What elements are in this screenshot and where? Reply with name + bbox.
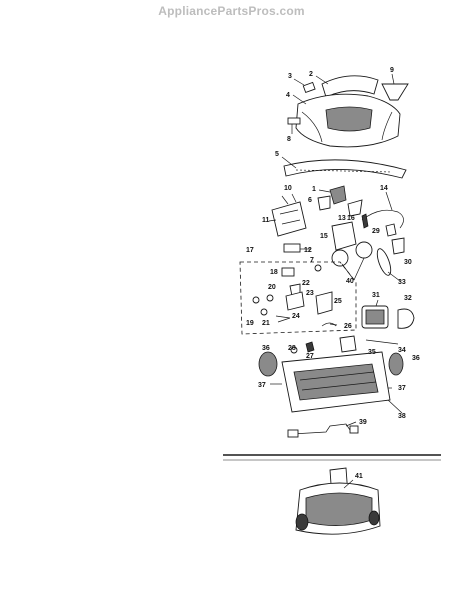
part-34-rod[interactable]: [365, 339, 399, 345]
callout-28: 28: [288, 345, 296, 352]
leader-lines: [268, 73, 403, 489]
callout-29: 29: [372, 228, 380, 235]
part-7-ring[interactable]: [314, 264, 322, 272]
part-16-screw[interactable]: [361, 213, 369, 229]
callout-2: 2: [309, 71, 313, 78]
part-36-wheel-left[interactable]: [258, 351, 278, 377]
part-4-hood[interactable]: [295, 93, 401, 148]
callout-10: 10: [284, 185, 292, 192]
callout-16: 16: [347, 215, 355, 222]
callout-22: 22: [302, 280, 310, 287]
part-5-bumper[interactable]: [283, 159, 407, 179]
part-14-cord[interactable]: [361, 209, 404, 229]
callout-21: 21: [262, 320, 270, 327]
callout-9: 9: [390, 67, 394, 74]
part-24-spring[interactable]: [275, 315, 291, 323]
callout-25: 25: [334, 298, 342, 305]
part-1-bracket[interactable]: [329, 185, 347, 205]
callout-35: 35: [368, 349, 376, 356]
callout-26: 26: [344, 323, 352, 330]
callout-27: 27: [306, 353, 314, 360]
callout-7: 7: [310, 257, 314, 264]
part-18-switch[interactable]: [281, 267, 295, 277]
part-3-latch[interactable]: [302, 81, 316, 94]
callout-18: 18: [270, 269, 278, 276]
callout-36-right: 36: [412, 355, 420, 362]
callout-12: 12: [304, 247, 312, 254]
callout-40: 40: [346, 278, 354, 285]
callout-34: 34: [398, 347, 406, 354]
part-15-motor-mount[interactable]: [331, 221, 357, 251]
part-25-cover[interactable]: [315, 291, 333, 315]
callout-11: 11: [262, 217, 270, 224]
part-17-subassembly-box: [239, 261, 357, 335]
site-watermark: AppliancePartsPros.com: [158, 4, 305, 18]
callout-13: 13: [338, 215, 346, 222]
part-30-latch[interactable]: [391, 237, 405, 255]
part-21-spring[interactable]: [260, 308, 268, 316]
part-11-pedal-assembly[interactable]: [271, 201, 307, 237]
part-20-washer[interactable]: [266, 294, 274, 302]
part-19-washer[interactable]: [252, 296, 260, 304]
part-36-wheel-right[interactable]: [388, 352, 404, 376]
callout-36-left: 36: [262, 345, 270, 352]
part-8-clip[interactable]: [287, 117, 301, 125]
part-9-filter-cup[interactable]: [381, 83, 409, 101]
callout-20: 20: [268, 284, 276, 291]
part-23-switch-body[interactable]: [285, 291, 305, 311]
part-41-complete-nozzle[interactable]: [295, 467, 381, 535]
callout-33: 33: [398, 279, 406, 286]
callout-39: 39: [359, 419, 367, 426]
callout-37-right: 37: [398, 385, 406, 392]
part-13-handle-bracket[interactable]: [347, 199, 363, 217]
part-33-belt[interactable]: [375, 247, 394, 277]
callout-4: 4: [286, 92, 290, 99]
callout-15: 15: [320, 233, 328, 240]
callout-31: 31: [372, 292, 380, 299]
part-27-bearing[interactable]: [305, 341, 315, 353]
callout-5: 5: [275, 151, 279, 158]
callout-3: 3: [288, 73, 292, 80]
callout-37-left: 37: [258, 382, 266, 389]
part-29-clip[interactable]: [385, 223, 397, 237]
part-40-wheel-left[interactable]: [331, 249, 349, 267]
part-2-top-cover[interactable]: [321, 75, 379, 98]
callout-14: 14: [380, 185, 388, 192]
callout-32: 32: [404, 295, 412, 302]
callout-30: 30: [404, 259, 412, 266]
part-40-wheel-right[interactable]: [355, 241, 373, 259]
callout-8: 8: [287, 136, 291, 143]
callout-38: 38: [398, 413, 406, 420]
callout-1: 1: [312, 186, 316, 193]
part-6-bracket[interactable]: [317, 195, 331, 211]
part-31-motor[interactable]: [361, 305, 389, 329]
part-35-bracket[interactable]: [339, 335, 357, 353]
part-32-fan-housing[interactable]: [397, 308, 415, 329]
part-39-axle[interactable]: [287, 423, 359, 438]
callout-6: 6: [308, 197, 312, 204]
part-28-cap[interactable]: [290, 346, 298, 354]
callout-23: 23: [306, 290, 314, 297]
callout-17: 17: [246, 247, 254, 254]
callout-24: 24: [292, 313, 300, 320]
callout-19: 19: [246, 320, 254, 327]
callout-41: 41: [355, 473, 363, 480]
part-12-pad[interactable]: [283, 243, 301, 253]
part-26-clip[interactable]: [321, 322, 337, 327]
part-10-screws[interactable]: [281, 193, 297, 205]
part-38-base[interactable]: [281, 351, 391, 413]
